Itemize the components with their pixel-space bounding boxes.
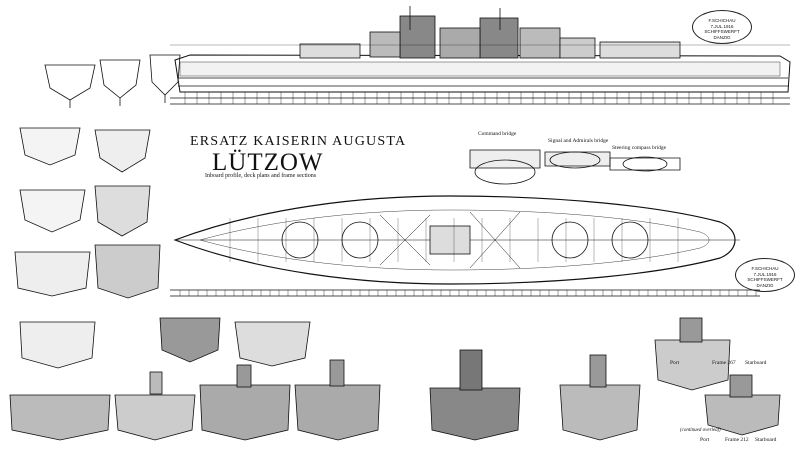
label-frame-267: Frame 267 [712, 360, 736, 366]
label-command-bridge: Command bridge [478, 131, 517, 137]
bridge-plans [469, 149, 681, 185]
label-starboard-267: Starboard [745, 360, 767, 366]
label-port-267: Port [670, 360, 680, 366]
inboard-profile [170, 6, 791, 105]
label-signal-bridge: Signal and Admirals bridge [548, 138, 609, 144]
deck-plan [170, 195, 760, 297]
title-line2: LÜTZOW [212, 149, 324, 176]
label-port-212: Port [700, 437, 710, 443]
label-starboard-212: Starboard [755, 437, 777, 443]
frame-sections-top-left [44, 54, 181, 108]
footer-continued: (continued overleaf) [680, 428, 721, 433]
frame-sections-bottom-left [9, 317, 381, 441]
frame-sections-bottom-right [429, 317, 781, 441]
title-line1: ERSATZ KAISERIN AUGUSTA [190, 134, 407, 149]
label-frame-212: Frame 212 [725, 437, 749, 443]
frame-sections-left [14, 127, 161, 299]
title-subtitle: Inboard profile, deck plans and frame se… [205, 173, 317, 179]
label-compass-bridge: Steering compass bridge [612, 145, 667, 151]
